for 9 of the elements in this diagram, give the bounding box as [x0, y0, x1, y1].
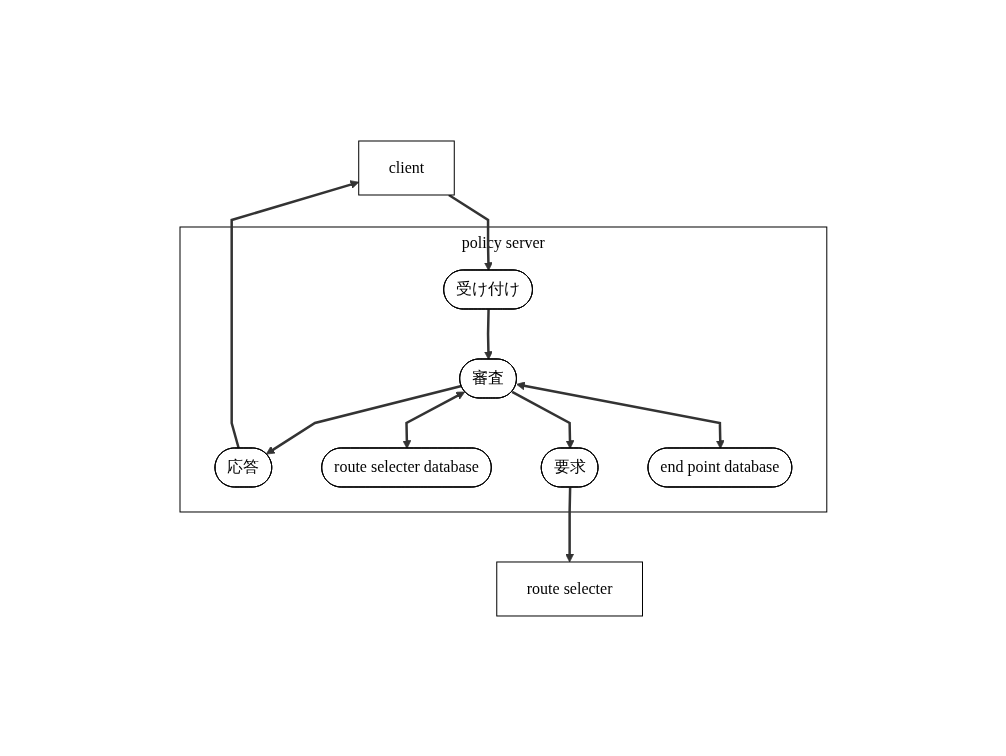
arrow — [230, 179, 359, 449]
arrow — [265, 384, 462, 454]
arrow — [483, 308, 493, 360]
node-box: route selecter — [495, 561, 643, 616]
arrow — [515, 381, 725, 449]
node-box: client — [357, 140, 455, 195]
arrow — [564, 486, 574, 562]
arrow — [511, 390, 574, 449]
arrow — [402, 391, 465, 449]
